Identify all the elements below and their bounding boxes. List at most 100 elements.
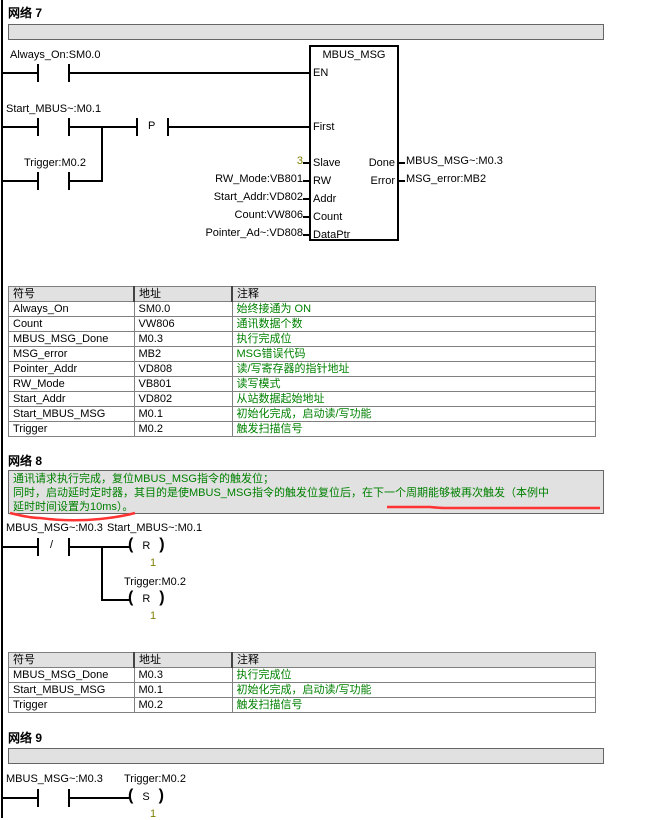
table-header: 符号 地址 注释 <box>8 286 596 302</box>
cell-symbol: MSG_error <box>8 346 135 362</box>
header-symbol[interactable]: 符号 <box>8 286 135 302</box>
mbus-msg-block[interactable]: MBUS_MSG EN First Slave RW Addr Count Da… <box>309 45 399 241</box>
cell-address: M0.1 <box>133 406 233 422</box>
cell-address: MB2 <box>133 346 233 362</box>
comment-line: 延时时间设置为10ms）。 <box>13 501 134 513</box>
network-7-comment[interactable] <box>8 24 604 40</box>
cell-comment: 读写模式 <box>231 376 596 392</box>
operand-rw[interactable]: RW_Mode:VB801 <box>215 173 303 185</box>
operand-error[interactable]: MSG_error:MB2 <box>406 173 487 185</box>
operand-count[interactable]: Count:VW806 <box>234 209 303 221</box>
coil-trigger-label: Trigger:M0.2 <box>124 576 186 588</box>
coil-type: S <box>142 791 150 803</box>
contact-mbus-done-label: MBUS_MSG~:M0.3 <box>6 773 103 785</box>
network-9-comment[interactable] <box>8 748 604 764</box>
header-comment[interactable]: 注释 <box>231 286 596 302</box>
network-9-title[interactable]: 网络 9 <box>8 731 43 745</box>
contact-mbus-done-label: MBUS_MSG~:M0.3 <box>6 522 103 534</box>
reset-coil-start-mbus[interactable]: (R) <box>128 536 165 553</box>
pin-en: EN <box>313 67 329 79</box>
header-symbol[interactable]: 符号 <box>8 652 135 668</box>
cell-comment: 读/写寄存器的指针地址 <box>231 361 596 377</box>
wire <box>70 126 136 128</box>
cell-comment: 通讯数据个数 <box>231 316 596 332</box>
edge-label: P <box>148 120 156 132</box>
contact-always-on-label: Always_On:SM0.0 <box>10 49 101 61</box>
network-8-comment[interactable]: 通讯请求执行完成，复位MBUS_MSG指令的触发位； 同时，启动延时定时器，其目… <box>8 470 604 514</box>
pin-stub <box>303 198 309 200</box>
contact-always-on[interactable] <box>2 63 72 83</box>
header-comment[interactable]: 注释 <box>231 652 596 668</box>
pin-done: Done <box>368 157 395 169</box>
operand-dataptr[interactable]: Pointer_Ad~:VD808 <box>205 227 303 239</box>
contact-mbus-done-nc[interactable]: / <box>2 537 72 557</box>
pin-stub <box>399 180 405 182</box>
contact-trigger[interactable] <box>2 171 72 191</box>
operand-slave[interactable]: 3 <box>296 155 303 167</box>
cell-address: SM0.0 <box>133 301 233 317</box>
cell-comment: 始终接通为 ON <box>231 301 596 317</box>
cell-comment: 初始化完成，启动读/写功能 <box>231 406 596 422</box>
header-address[interactable]: 地址 <box>133 652 233 668</box>
wire <box>168 126 310 128</box>
cell-address: M0.3 <box>133 331 233 347</box>
coil-start-mbus-label: Start_MBUS~:M0.1 <box>107 522 203 534</box>
cell-comment: 执行完成位 <box>231 667 596 683</box>
contact-mbus-done[interactable] <box>2 788 72 808</box>
cell-address: M0.2 <box>133 421 233 437</box>
contact-start-mbus-label: Start_MBUS~:M0.1 <box>6 103 102 115</box>
cell-comment: 触发扫描信号 <box>231 697 596 713</box>
cell-symbol: RW_Mode <box>8 376 135 392</box>
cell-symbol: Count <box>8 316 135 332</box>
wire <box>70 797 130 799</box>
contact-trigger-label: Trigger:M0.2 <box>24 157 86 169</box>
cell-address: VD808 <box>133 361 233 377</box>
cell-symbol: Start_MBUS_MSG <box>8 406 135 422</box>
cell-address: VW806 <box>133 316 233 332</box>
pin-rw: RW <box>313 175 332 187</box>
cell-symbol: Always_On <box>8 301 135 317</box>
cell-symbol: Trigger <box>8 697 135 713</box>
comment-line: 通讯请求执行完成，复位MBUS_MSG指令的触发位； <box>13 473 274 485</box>
header-address[interactable]: 地址 <box>133 286 233 302</box>
pin-stub <box>303 180 309 182</box>
pin-stub <box>303 216 309 218</box>
cell-symbol: MBUS_MSG_Done <box>8 667 135 683</box>
reset-coil-trigger[interactable]: (R) <box>128 589 165 606</box>
pin-stub <box>303 234 309 236</box>
pin-stub <box>399 162 405 164</box>
network-7-title[interactable]: 网络 7 <box>8 6 43 20</box>
cell-address: VB801 <box>133 376 233 392</box>
power-rail <box>1 0 3 818</box>
network-8-title[interactable]: 网络 8 <box>8 454 43 468</box>
wire <box>70 546 130 548</box>
pin-slave: Slave <box>313 157 341 169</box>
cell-comment: MSG错误代码 <box>231 346 596 362</box>
operand-done[interactable]: MBUS_MSG~:M0.3 <box>406 155 503 167</box>
positive-edge-contact[interactable]: P <box>136 117 172 137</box>
wire <box>101 546 103 601</box>
cell-address: M0.1 <box>133 682 233 698</box>
cell-address: M0.3 <box>133 667 233 683</box>
contact-start-mbus[interactable] <box>2 117 72 137</box>
set-coil-trigger[interactable]: (S) <box>128 787 164 804</box>
pin-count: Count <box>313 211 343 223</box>
coil-type: R <box>142 540 151 552</box>
operand-addr[interactable]: Start_Addr:VD802 <box>213 191 303 203</box>
coil-count: 1 <box>150 808 157 820</box>
cell-symbol: Trigger <box>8 421 135 437</box>
table-header: 符号 地址 注释 <box>8 652 596 668</box>
